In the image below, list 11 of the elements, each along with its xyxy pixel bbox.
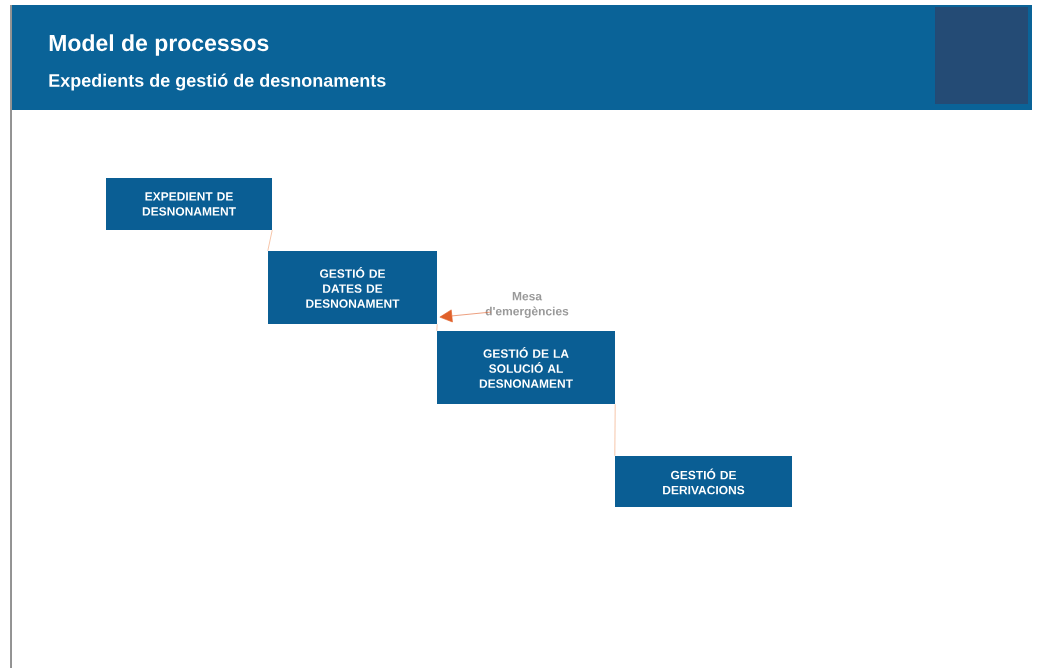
connector — [614, 403, 616, 457]
connector — [439, 309, 492, 323]
connector — [267, 229, 273, 252]
title: Model de processos — [49, 34, 269, 56]
process-box: GESTIÓ DE LA SOLUCIÓ AL DESNONAMENT — [437, 331, 615, 404]
process-box: GESTIÓ DE DERIVACIONS — [615, 456, 792, 507]
note-text: Mesa d'emergències — [485, 292, 569, 318]
process-box: EXPEDIENT DE DESNONAMENT — [106, 178, 272, 230]
connector — [436, 323, 438, 332]
subtitle: Expedients de gestió de desnonaments — [49, 73, 386, 91]
process-box: GESTIÓ DE DATES DE DESNONAMENT — [268, 251, 437, 324]
